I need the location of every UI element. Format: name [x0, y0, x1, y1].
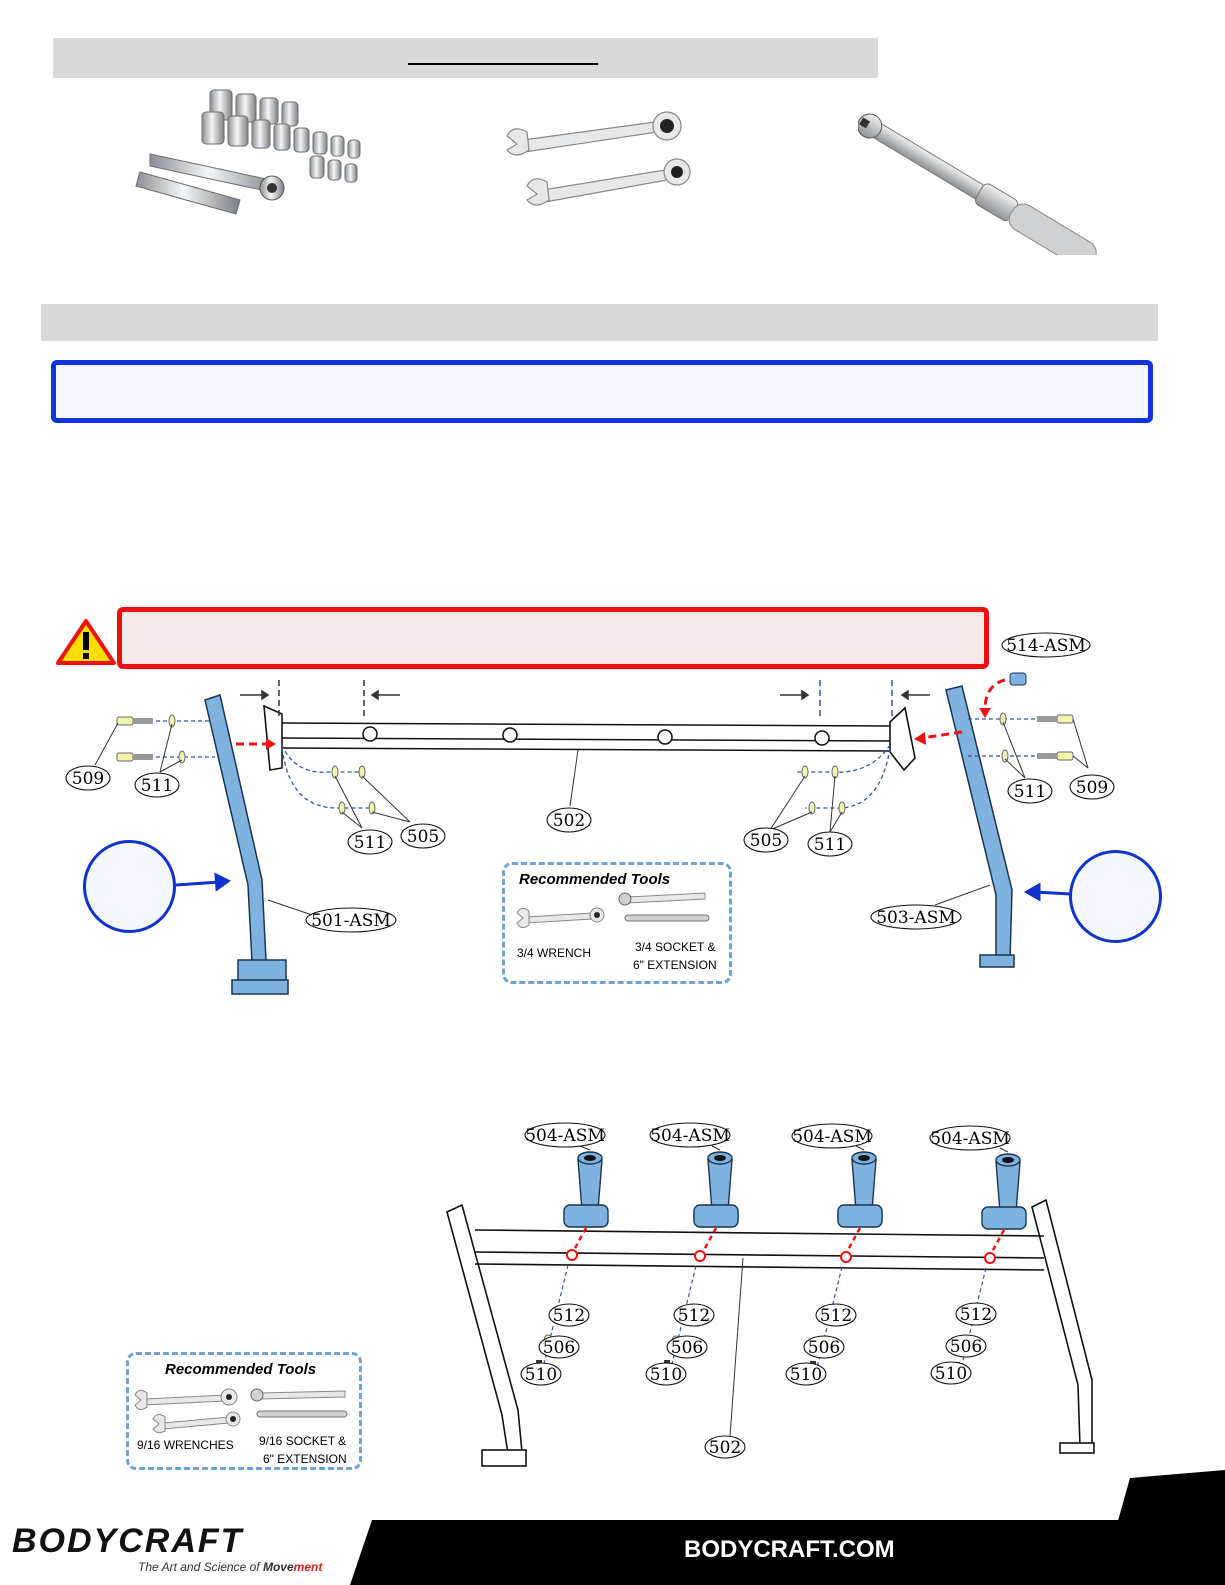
callout-512-1: 512: [553, 1306, 585, 1326]
callout-511-right: 511: [1014, 782, 1046, 802]
recommended-tools-box-1: Recommended Tools 3/4 WRENCH 3/4 SOCKET …: [502, 862, 732, 984]
recommended-tools-socket-1a: 3/4 SOCKET &: [635, 940, 716, 954]
warning-box: [117, 607, 989, 669]
callout-506-3: 506: [808, 1338, 840, 1358]
callout-506-2: 506: [671, 1338, 703, 1358]
recommended-tools-title-1: Recommended Tools: [519, 871, 671, 888]
weight-horns: [563, 1151, 1027, 1230]
socket-set-image: [135, 89, 361, 215]
callout-505-right: 505: [750, 831, 782, 851]
callout-504-asm-2: 504-ASM: [650, 1126, 730, 1146]
recommended-tools-socket-1b: 6" EXTENSION: [633, 958, 717, 972]
callout-511-inner-left: 511: [354, 833, 386, 853]
note-box: [51, 360, 1153, 423]
callout-510-4: 510: [935, 1364, 967, 1384]
callout-503-asm: 503-ASM: [876, 908, 956, 928]
tagline-suffix: ment: [293, 1560, 323, 1574]
callout-506-1: 506: [543, 1338, 575, 1358]
recommended-tools-socket-2b: 6" EXTENSION: [263, 1452, 347, 1466]
callout-512-4: 512: [960, 1305, 992, 1325]
callout-510-2: 510: [650, 1365, 682, 1385]
footer-band: [350, 1470, 1225, 1585]
callout-510-3: 510: [790, 1365, 822, 1385]
callout-509-left: 509: [72, 769, 104, 789]
callout-505-left: 505: [407, 827, 439, 847]
website-link[interactable]: BODYCRAFT.COM: [684, 1536, 895, 1563]
crossbar-part: [263, 704, 916, 772]
recommended-tools-title-2: Recommended Tools: [165, 1361, 317, 1378]
callout-512-3: 512: [820, 1306, 852, 1326]
combination-wrench-image: [506, 111, 691, 206]
frame-assembly-diagram: 514-ASM 509 511 511 509 511 505 502 505 …: [65, 632, 1115, 995]
callout-506-4: 506: [950, 1337, 982, 1357]
callout-511-left: 511: [141, 776, 173, 796]
recommended-tools-wrench-1: 3/4 WRENCH: [517, 946, 592, 960]
torque-wrench-image: [858, 113, 1097, 255]
ratchet-icon: [618, 892, 710, 922]
callout-512-2: 512: [678, 1306, 710, 1326]
warning-triangle-icon: [56, 619, 116, 665]
tagline-prefix: The Art and Science of: [138, 1560, 263, 1574]
knob-514-part: [1009, 672, 1027, 686]
tagline-emphasis: Move: [262, 1560, 294, 1574]
callout-502-bottom: 502: [709, 1438, 741, 1458]
left-side-marker: [83, 840, 176, 933]
brand-tagline: The Art and Science of Movement: [138, 1560, 322, 1574]
callout-504-asm-1: 504-ASM: [525, 1126, 605, 1146]
section-header-bar: [41, 304, 1158, 341]
tools-header-underline: [408, 63, 598, 65]
callout-501-asm: 501-ASM: [311, 911, 391, 931]
callout-514-asm: 514-ASM: [1006, 636, 1086, 656]
recommended-tools-wrench-2: 9/16 WRENCHES: [137, 1438, 234, 1452]
recommended-tools-box-2: Recommended Tools 9/16 WRENCHES 9/16 SOC…: [126, 1352, 362, 1470]
left-upright-part: [204, 694, 289, 995]
wrench-icon: [516, 907, 605, 929]
tools-header-bar: [53, 38, 878, 78]
right-side-marker: [1069, 850, 1162, 943]
socket-extension-icon: [250, 1388, 348, 1418]
right-upright-part: [945, 685, 1015, 968]
callout-509-right: 509: [1076, 778, 1108, 798]
callout-502-top: 502: [553, 811, 585, 831]
callout-504-asm-4: 504-ASM: [930, 1129, 1010, 1149]
callout-504-asm-3: 504-ASM: [792, 1127, 872, 1147]
horn-assembly-diagram: 504-ASM 504-ASM 504-ASM 504-ASM 512 512 …: [446, 1122, 1095, 1467]
brand-logo: BODYCRAFT: [12, 1522, 244, 1560]
recommended-tools-socket-2a: 9/16 SOCKET &: [259, 1434, 347, 1448]
wrenches-icon: [134, 1388, 241, 1434]
callout-511-inner-right: 511: [814, 835, 846, 855]
callout-510-1: 510: [525, 1365, 557, 1385]
